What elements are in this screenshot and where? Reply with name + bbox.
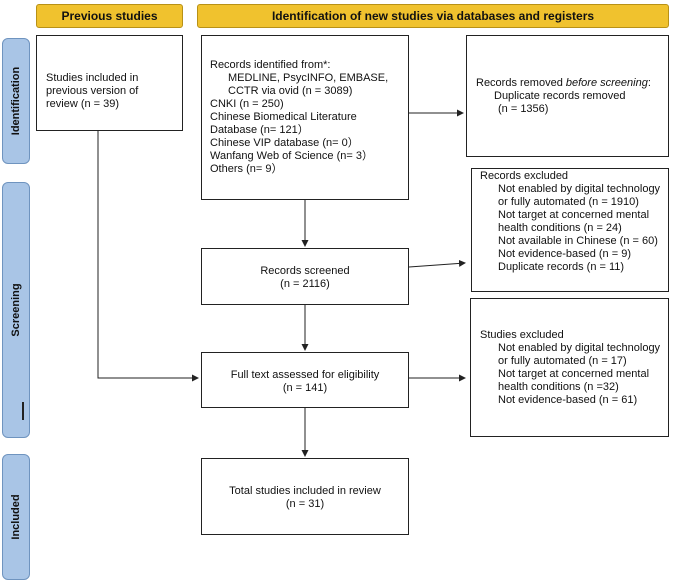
source-line: Chinese VIP database (n= 0） bbox=[210, 137, 359, 149]
arrow-previous-to-fulltext bbox=[97, 130, 199, 382]
records-screened-count: (n = 2116) bbox=[280, 278, 330, 290]
previous-line: review (n = 39) bbox=[46, 98, 120, 110]
previous-studies-box: Studies included in previous version of … bbox=[36, 35, 183, 131]
header-previous-studies: Previous studies bbox=[36, 4, 183, 28]
records-removed-line: (n = 1356) bbox=[498, 103, 549, 115]
records-excluded-line: health conditions (n = 24) bbox=[498, 222, 622, 234]
full-text-label: Full text assessed for eligibility bbox=[230, 369, 380, 381]
studies-excluded-line: or fully automated (n = 17) bbox=[498, 355, 627, 367]
records-identified-box: Records identified from*: MEDLINE, PsycI… bbox=[201, 35, 409, 200]
records-removed-box: Records removed before screening: Duplic… bbox=[466, 35, 669, 157]
records-excluded-line: or fully automated (n = 1910) bbox=[498, 196, 639, 208]
studies-excluded-line: Not evidence-based (n = 61) bbox=[498, 394, 638, 406]
source-line: CCTR via ovid (n = 3089) bbox=[228, 85, 353, 97]
phase-identification: Identification bbox=[2, 38, 30, 164]
source-line: Database (n= 121） bbox=[210, 124, 309, 136]
header-new-studies: Identification of new studies via databa… bbox=[197, 4, 669, 28]
records-excluded-box: Records excluded Not enabled by digital … bbox=[471, 168, 669, 292]
previous-line: Studies included in bbox=[46, 72, 139, 84]
records-removed-line: Duplicate records removed bbox=[494, 90, 626, 102]
studies-excluded-line: Not target at concerned mental bbox=[498, 368, 650, 380]
source-line: Chinese Biomedical Literature bbox=[210, 111, 357, 123]
studies-excluded-box: Studies excluded Not enabled by digital … bbox=[470, 298, 669, 437]
records-removed-heading: Records removed before screening: bbox=[476, 77, 651, 89]
source-line: Wanfang Web of Science (n= 3） bbox=[210, 150, 373, 162]
records-screened-label: Records screened bbox=[260, 265, 350, 277]
source-line: CNKI (n = 250) bbox=[210, 98, 284, 110]
studies-excluded-heading: Studies excluded bbox=[480, 329, 564, 341]
records-excluded-line: Not evidence-based (n = 9) bbox=[498, 248, 631, 260]
records-screened-box: Records screened (n = 2116) bbox=[201, 248, 409, 305]
phase-included: Included bbox=[2, 454, 30, 580]
full-text-box: Full text assessed for eligibility (n = … bbox=[201, 352, 409, 408]
records-excluded-line: Not available in Chinese (n = 60) bbox=[498, 235, 658, 247]
records-excluded-line: Not target at concerned mental bbox=[498, 209, 650, 221]
records-excluded-line: Not enabled by digital technology bbox=[498, 183, 661, 195]
records-identified-heading: Records identified from*: bbox=[210, 59, 331, 71]
total-included-label: Total studies included in review bbox=[229, 485, 381, 497]
source-line: MEDLINE, PsycINFO, EMBASE, bbox=[228, 72, 389, 84]
screening-mark bbox=[22, 402, 24, 420]
phase-screening: Screening bbox=[2, 182, 30, 438]
studies-excluded-line: health conditions (n =32) bbox=[498, 381, 619, 393]
arrow-screened-to-excluded bbox=[408, 259, 466, 268]
source-line: Others (n= 9） bbox=[210, 163, 283, 175]
studies-excluded-line: Not enabled by digital technology bbox=[498, 342, 661, 354]
records-excluded-heading: Records excluded bbox=[480, 170, 569, 182]
previous-line: previous version of bbox=[46, 85, 139, 97]
full-text-count: (n = 141) bbox=[282, 382, 328, 394]
total-included-box: Total studies included in review (n = 31… bbox=[201, 458, 409, 535]
records-excluded-line: Duplicate records (n = 11) bbox=[498, 261, 625, 273]
total-included-count: (n = 31) bbox=[285, 498, 325, 510]
